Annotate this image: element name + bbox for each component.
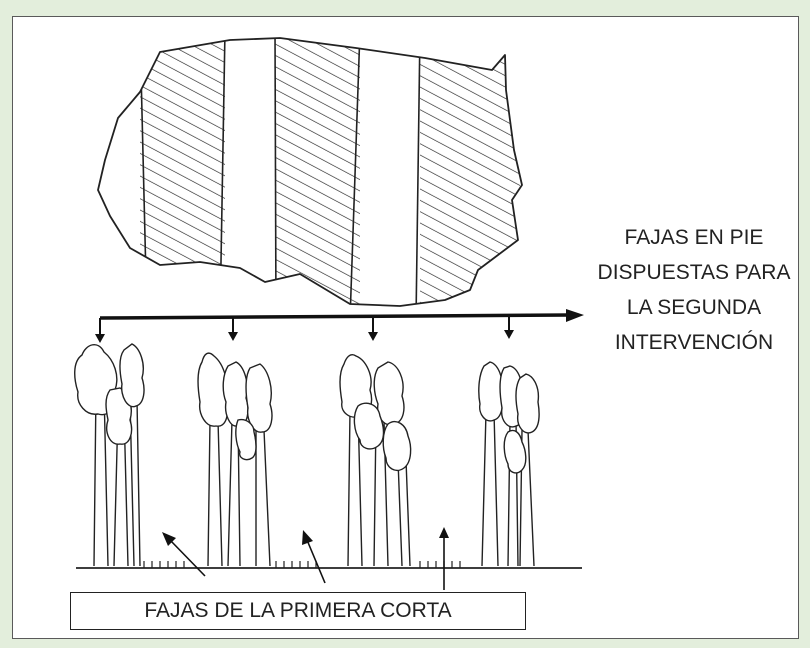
- forest-stand-plan: [97, 37, 523, 307]
- tree-group-2: [197, 352, 273, 567]
- cut-strip-pointers: [162, 527, 449, 590]
- strip-arrow: [95, 309, 584, 343]
- standing-strips-label: FAJAS EN PIE DISPUESTAS PARA LA SEGUNDA …: [594, 220, 794, 360]
- ground-line: [76, 561, 582, 569]
- tree-group-4: [478, 361, 540, 567]
- standing-strips-line-1: FAJAS EN PIE: [624, 226, 764, 249]
- first-cut-strips-label: FAJAS DE LA PRIMERA CORTA: [70, 592, 526, 630]
- tree-group-1: [74, 343, 145, 567]
- standing-strips-line-4: INTERVENCIÓN: [614, 331, 774, 354]
- standing-strip-1: [140, 38, 225, 306]
- standing-strips-line-2: DISPUESTAS PARA: [597, 261, 791, 284]
- standing-strips-line-3: LA SEGUNDA: [626, 296, 762, 319]
- stand-outline: [97, 37, 523, 307]
- standing-strip-2: [275, 38, 360, 306]
- tree-group-3: [339, 354, 412, 567]
- first-cut-strips-text: FAJAS DE LA PRIMERA CORTA: [144, 599, 452, 622]
